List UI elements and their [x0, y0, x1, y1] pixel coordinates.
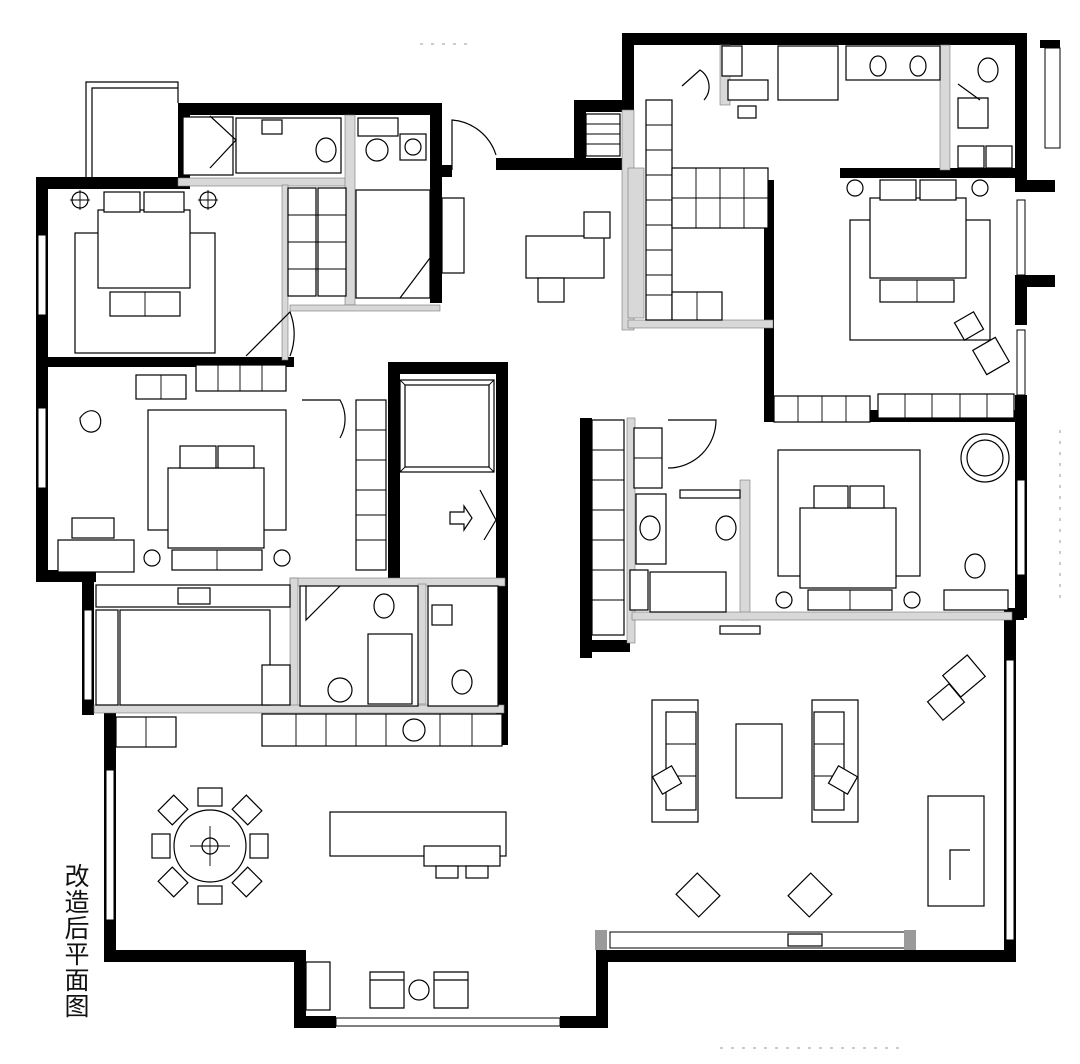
storage-grid [627, 99, 769, 321]
bathroom-center [299, 585, 499, 707]
kitchen-island [329, 811, 507, 879]
bedroom-middle-right [591, 419, 1010, 636]
dimension-dashes [420, 43, 1061, 1049]
elevator [399, 379, 497, 541]
master-bath [721, 45, 1013, 169]
entry-desk [441, 113, 621, 303]
wardrobe-left-vertical [287, 187, 431, 299]
door-swings [209, 69, 981, 622]
bedroom-top-left [70, 190, 218, 354]
kitchen-left [95, 584, 503, 748]
plan-caption: 改造后平面图 [61, 863, 90, 1019]
master-bedroom [773, 179, 1015, 423]
bathroom-right [629, 489, 741, 613]
living-room [651, 625, 987, 947]
windows [37, 47, 1061, 1027]
bathroom-top-left [182, 116, 427, 176]
bedroom-middle-left [57, 364, 387, 573]
lounge-chairs-bottom [305, 961, 469, 1011]
dining-table [151, 787, 269, 905]
